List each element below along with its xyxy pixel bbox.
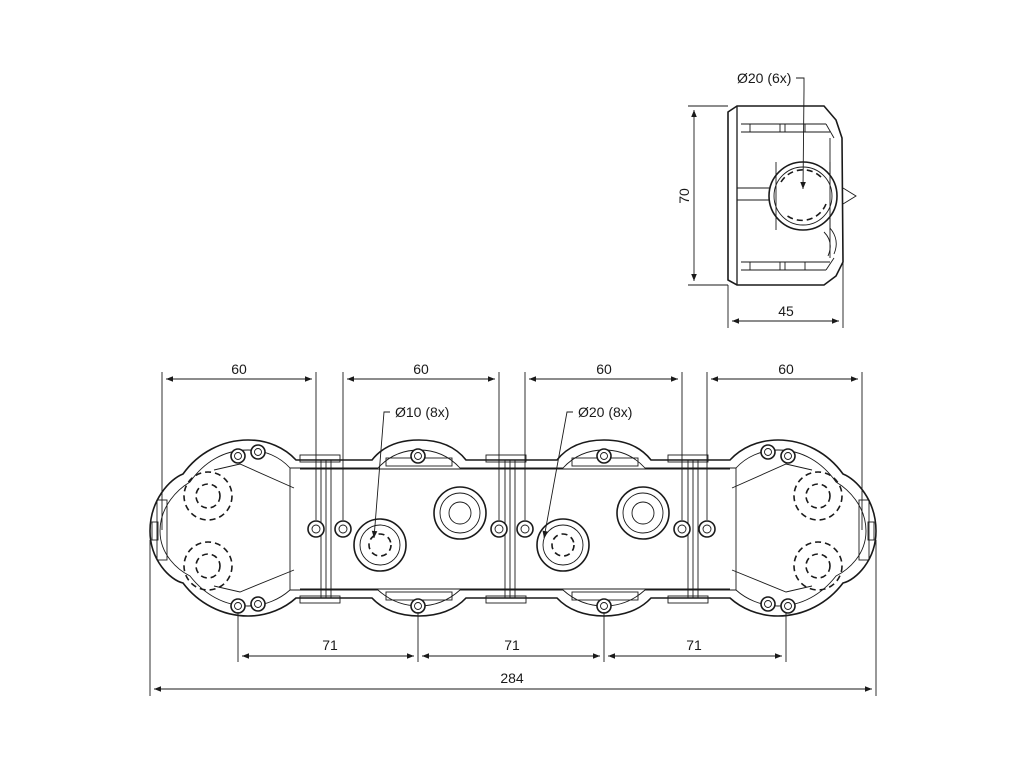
screw-boss xyxy=(698,520,716,538)
screw-boss xyxy=(334,520,352,538)
dim-module-width-2: 60 xyxy=(413,361,429,377)
side-view: Ø20 (6x) 70 45 xyxy=(676,70,857,328)
front-dim-total: 284 xyxy=(149,540,877,696)
screw-boss xyxy=(516,520,534,538)
screw-boss xyxy=(410,598,426,614)
side-dim-height: 70 xyxy=(676,105,728,286)
side-callout-label: Ø20 (6x) xyxy=(737,70,791,86)
front-dims-pitch: 71 71 71 xyxy=(237,612,787,662)
dim-module-width-1: 60 xyxy=(231,361,247,377)
side-dim-height-label: 70 xyxy=(676,188,692,204)
screw-boss xyxy=(307,520,325,538)
front-view-body xyxy=(149,439,877,617)
side-dim-depth: 45 xyxy=(727,262,844,328)
knockout xyxy=(793,541,843,591)
screw-boss xyxy=(410,448,426,464)
dim-module-width-3: 60 xyxy=(596,361,612,377)
screw-boss xyxy=(596,448,612,464)
front-dims-module-width: 60 60 60 60 xyxy=(161,361,863,530)
screw-boss xyxy=(780,598,796,614)
front-callout-large: Ø20 (8x) xyxy=(542,404,632,539)
front-callout-small-label: Ø10 (8x) xyxy=(395,404,449,420)
dim-pitch-1: 71 xyxy=(322,637,338,653)
screw-bosses xyxy=(230,444,796,614)
side-dim-depth-label: 45 xyxy=(778,303,794,319)
screw-boss xyxy=(250,596,266,612)
knockout xyxy=(793,471,843,521)
front-view: Ø10 (8x) Ø20 (8x) 60 60 60 60 xyxy=(149,361,877,696)
knockout xyxy=(183,541,233,591)
knockout xyxy=(536,518,590,572)
dim-total-length: 284 xyxy=(500,670,524,686)
side-view-knockout xyxy=(768,161,838,231)
screw-boss xyxy=(673,520,691,538)
front-callout-small: Ø10 (8x) xyxy=(371,404,449,539)
knockout xyxy=(433,486,487,540)
side-callout-knockout: Ø20 (6x) xyxy=(737,70,806,190)
dim-pitch-3: 71 xyxy=(686,637,702,653)
screw-boss xyxy=(230,448,246,464)
screw-boss xyxy=(760,596,776,612)
knockout xyxy=(183,471,233,521)
screw-boss xyxy=(490,520,508,538)
knockout xyxy=(353,518,407,572)
screw-boss xyxy=(596,598,612,614)
knockout xyxy=(616,486,670,540)
screw-boss xyxy=(760,444,776,460)
screw-boss xyxy=(780,448,796,464)
screw-boss xyxy=(250,444,266,460)
dim-pitch-2: 71 xyxy=(504,637,520,653)
dim-module-width-4: 60 xyxy=(778,361,794,377)
screw-boss xyxy=(230,598,246,614)
knockouts xyxy=(183,471,843,591)
front-callout-large-label: Ø20 (8x) xyxy=(578,404,632,420)
